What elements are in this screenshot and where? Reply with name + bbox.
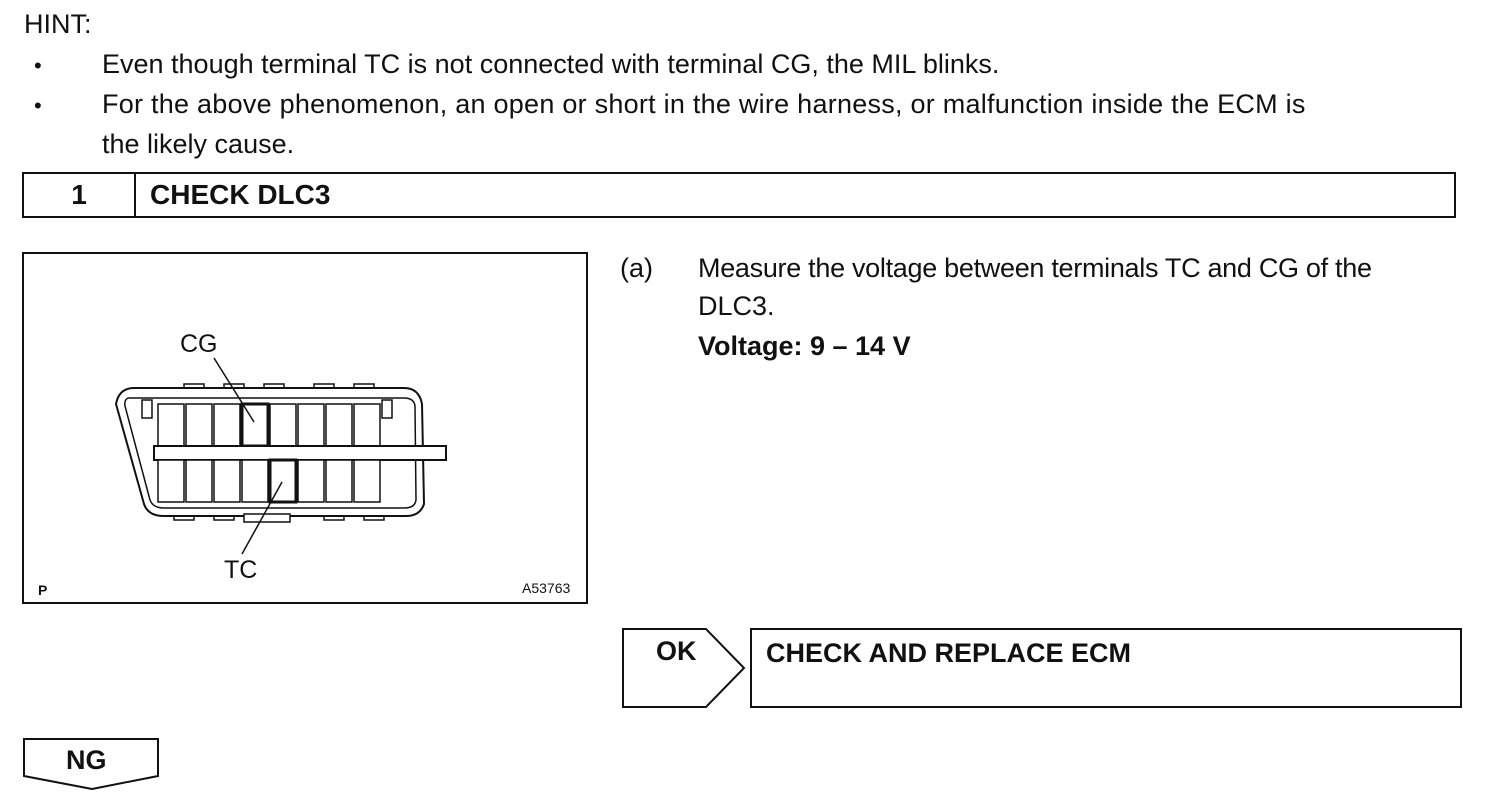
instruction-line2: DLC3.	[698, 291, 775, 321]
step-title: CHECK DLC3	[150, 179, 331, 210]
connector-outline	[114, 387, 426, 517]
ok-label: OK	[656, 636, 697, 666]
voltage-spec: Voltage: 9 – 14 V	[698, 331, 911, 361]
connector-key	[243, 513, 291, 523]
latch-left	[141, 399, 153, 419]
dlc3-connector-diagram	[114, 357, 447, 555]
hint-heading: HINT:	[24, 9, 92, 39]
corner-mark: P	[38, 582, 48, 598]
ng-label: NG	[66, 745, 107, 775]
step-header: 1 CHECK DLC3	[22, 172, 1456, 218]
hint-item-2-line1: For the above phenomenon, an open or sho…	[102, 89, 1306, 119]
label-tc: TC	[224, 556, 258, 584]
ok-action-text: CHECK AND REPLACE ECM	[766, 638, 1132, 668]
top-pin-row	[157, 402, 381, 448]
hint-item-1: Even though terminal TC is not connected…	[102, 49, 1000, 79]
pin-tc	[268, 458, 298, 504]
step-number: 1	[24, 174, 136, 216]
figure-code: A53763	[522, 580, 571, 596]
tc-leader-line	[241, 481, 283, 555]
bullet-2: •	[34, 93, 42, 118]
bottom-pin-row	[157, 458, 381, 504]
label-cg: CG	[180, 330, 218, 358]
latch-right	[381, 399, 393, 419]
instruction-marker: (a)	[620, 253, 653, 283]
bullet-1: •	[34, 53, 42, 78]
center-divider	[153, 445, 447, 461]
ok-action-box: CHECK AND REPLACE ECM	[750, 628, 1462, 708]
dlc3-figure: CG TC P A53763	[22, 252, 588, 604]
cg-leader-line	[213, 357, 255, 423]
hint-item-2-line2: the likely cause.	[102, 129, 295, 159]
ng-tab	[22, 738, 162, 790]
instruction-line1: Measure the voltage between terminals TC…	[698, 253, 1372, 283]
ok-tab	[622, 628, 746, 708]
connector-inner-outline	[124, 397, 417, 509]
